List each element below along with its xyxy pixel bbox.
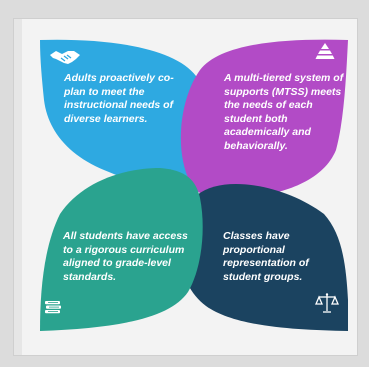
text-bottom-right: Classes have proportional representation… — [223, 230, 309, 283]
petal-top-right — [180, 39, 348, 199]
text-bottom-left: All students have access to a rigorous c… — [63, 230, 188, 283]
petal-bottom-left — [40, 168, 203, 331]
pyramid-icon — [315, 43, 335, 59]
frame-edge — [14, 19, 22, 355]
petal-bottom-right — [177, 184, 348, 331]
text-top-right: A multi-tiered system of supports (MTSS)… — [224, 72, 344, 152]
text-top-left: Adults proactively co-plan to meet the i… — [64, 72, 174, 125]
handshake-icon — [50, 51, 80, 64]
petal-top-left — [40, 39, 215, 195]
books-icon — [45, 301, 61, 314]
scales-icon — [315, 293, 339, 313]
